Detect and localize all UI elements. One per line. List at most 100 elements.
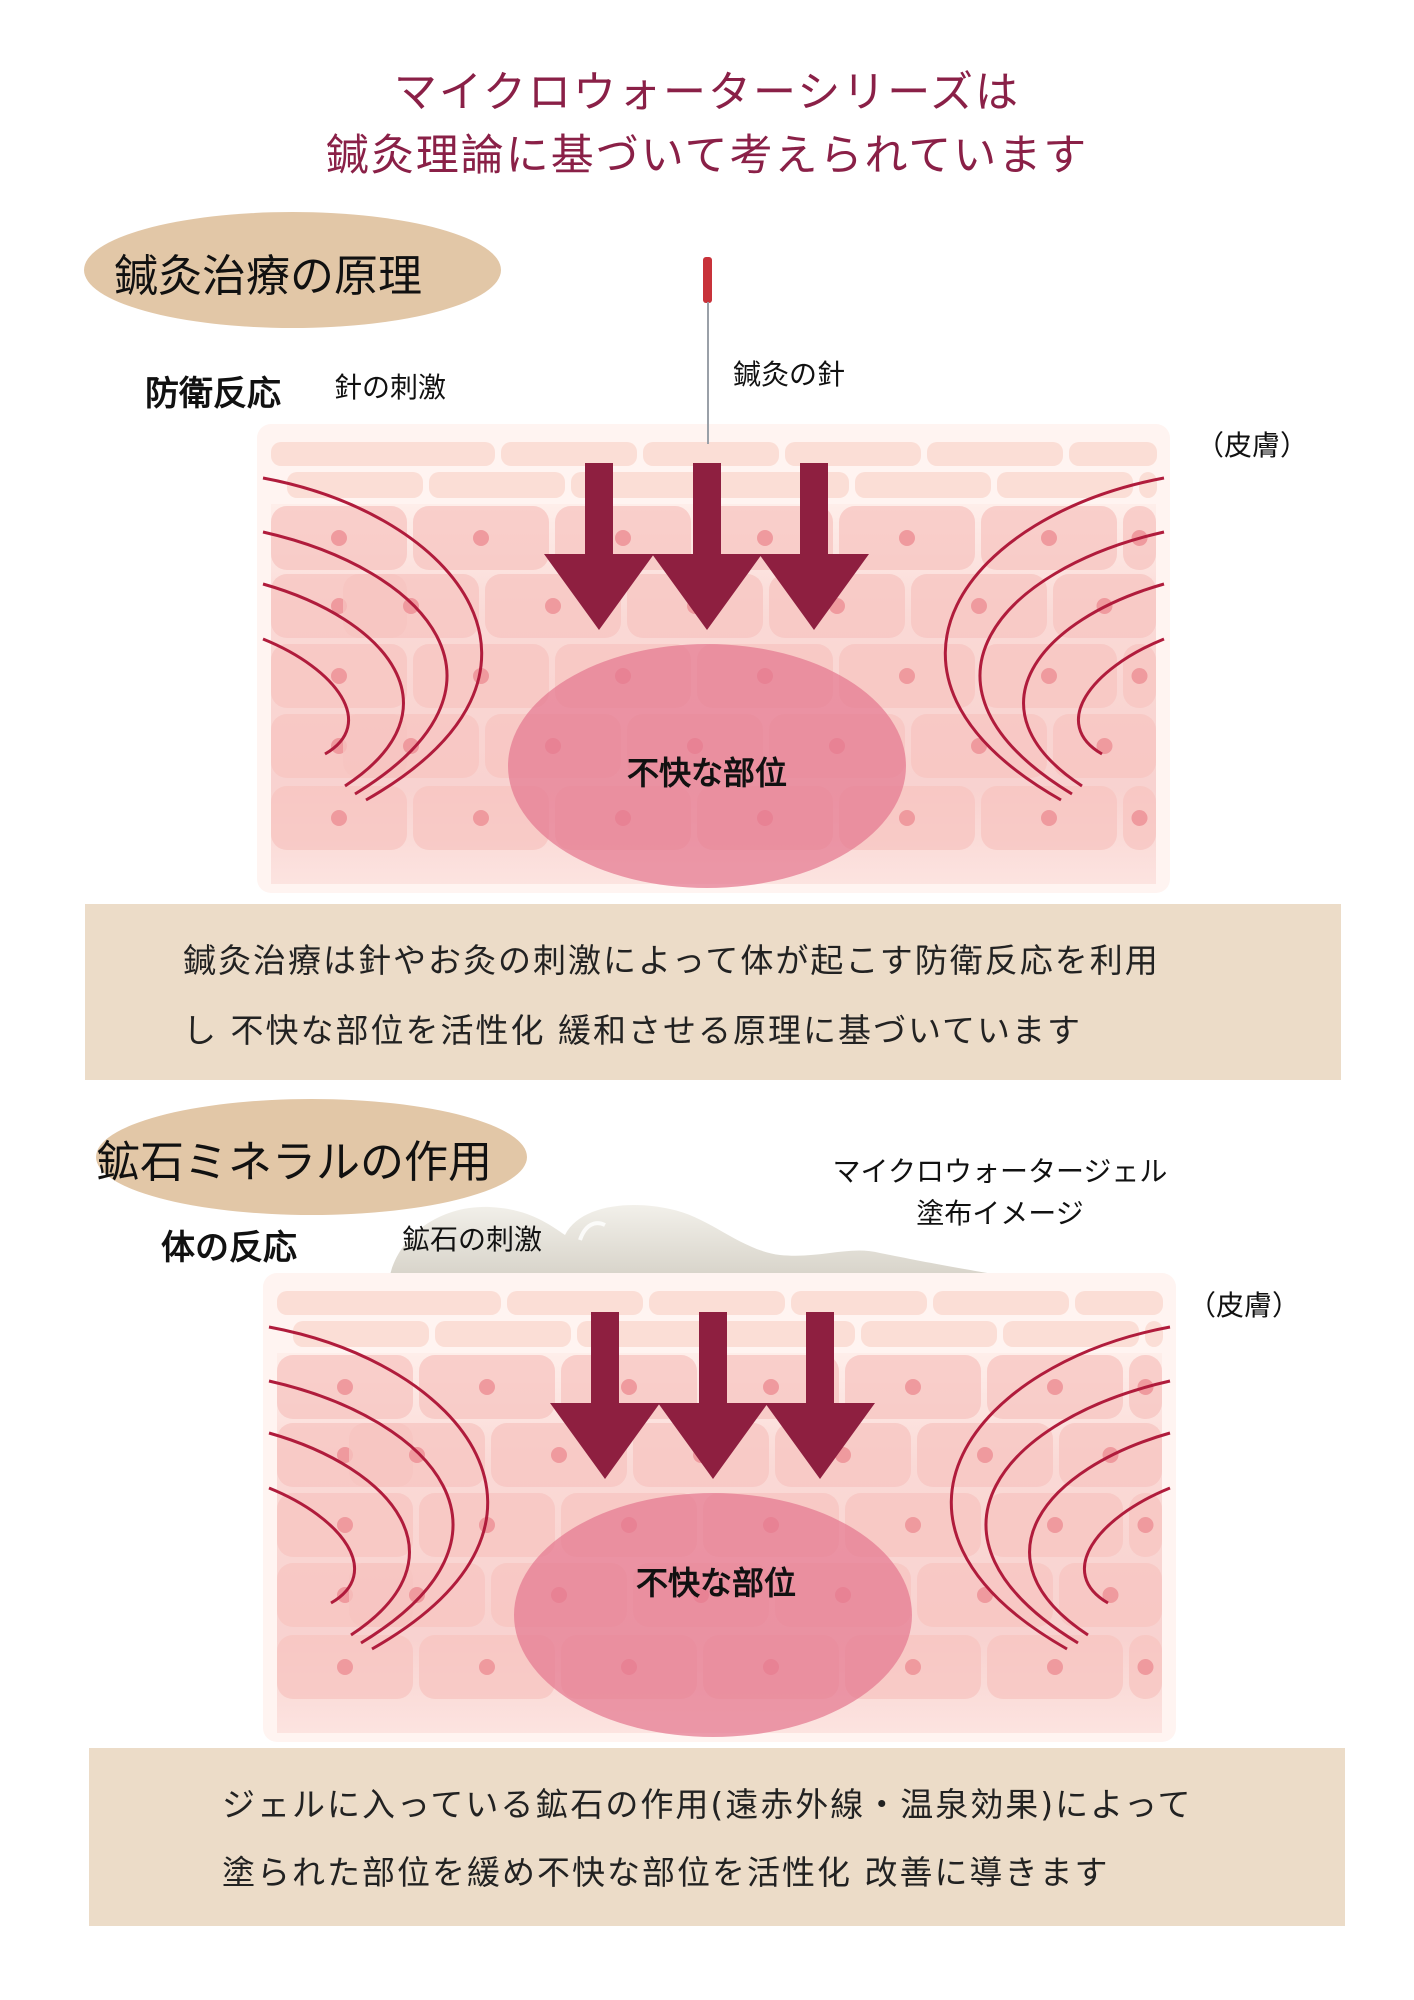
reaction-curve-left <box>268 1486 356 1605</box>
epidermis-cell <box>649 1291 785 1315</box>
epidermis-cell <box>507 1291 643 1315</box>
body-reaction-label: 体の反応 <box>161 1228 297 1268</box>
needle-shaft-icon <box>707 302 709 444</box>
epidermis-cell <box>927 442 1063 466</box>
defense-reaction-label: 防衛反応 <box>145 374 281 414</box>
epidermis-cell <box>719 1321 855 1347</box>
down-arrow-icon <box>765 1312 875 1479</box>
section1-description-line2: し 不快な部位を活性化 緩和させる原理に基づいています <box>183 1011 1082 1050</box>
reaction-curve-left <box>268 1379 455 1645</box>
cell-nucleus <box>337 1379 353 1395</box>
skin-label-1: （皮膚） <box>1196 429 1309 462</box>
epidermis-cell <box>287 472 423 498</box>
epidermis-cell <box>933 1291 1069 1315</box>
reaction-curve-right <box>984 1379 1171 1645</box>
cell-nucleus <box>473 530 489 546</box>
gel-blob-icon <box>390 1204 1000 1275</box>
epidermis-cell <box>861 1321 997 1347</box>
section2-description-line2: 塗られた部位を緩め不快な部位を活性化 改善に導きます <box>222 1853 1110 1892</box>
reaction-curve-left <box>262 530 449 796</box>
section2-description-box: ジェルに入っている鉱石の作用(遠赤外線・温泉効果)によって 塗られた部位を緩め不… <box>89 1748 1345 1926</box>
reaction-curve-right <box>1083 1486 1171 1605</box>
cell-nucleus <box>899 810 915 826</box>
epidermis-cell <box>791 1291 927 1315</box>
down-arrow-icon <box>658 1312 768 1479</box>
gel-label-line1: マイクロウォータージェル <box>832 1155 1168 1188</box>
reaction-curve-left <box>262 476 484 802</box>
cell-nucleus <box>337 1517 353 1533</box>
uncomfortable-area <box>514 1493 912 1737</box>
cell-nucleus <box>331 668 347 684</box>
cell-nucleus <box>905 1659 921 1675</box>
reaction-curve-left <box>262 582 405 788</box>
reaction-curve-right <box>943 476 1165 802</box>
cell-nucleus <box>551 1447 567 1463</box>
cell-nucleus <box>337 1659 353 1675</box>
section2-heading: 鉱石ミネラルの作用 <box>96 1137 492 1188</box>
cell-nucleus <box>1131 810 1148 826</box>
section1-description-line1: 鍼灸治療は針やお灸の刺激によって体が起こす防衛反応を利用 <box>183 941 1160 980</box>
section1-description-box: 鍼灸治療は針やお灸の刺激によって体が起こす防衛反応を利用 し 不快な部位を活性化… <box>85 904 1341 1080</box>
page-title-line1: マイクロウォーターシリーズは <box>393 68 1021 118</box>
uncomfortable-area <box>508 644 906 888</box>
needle-label: 鍼灸の針 <box>733 358 846 391</box>
cell-nucleus <box>409 1447 425 1463</box>
cell-nucleus <box>1047 1379 1063 1395</box>
cell-nucleus <box>1137 1517 1154 1533</box>
epidermis-cell <box>429 472 565 498</box>
cell-nucleus <box>1131 668 1148 684</box>
reaction-curve-right <box>978 530 1165 796</box>
epidermis-cell <box>1075 1291 1163 1315</box>
cell-nucleus <box>899 668 915 684</box>
epidermis-cell <box>1145 1321 1163 1347</box>
cell-nucleus <box>621 1379 637 1395</box>
epidermis-cell <box>713 472 849 498</box>
cell-nucleus <box>905 1517 921 1533</box>
target-label-1: 不快な部位 <box>626 754 787 792</box>
section2-description-line1: ジェルに入っている鉱石の作用(遠赤外線・温泉効果)によって <box>222 1785 1193 1824</box>
reaction-curve-right <box>1022 582 1165 788</box>
epidermis-cell <box>365 1291 501 1315</box>
section2-heading-oval <box>96 1099 527 1215</box>
cell-nucleus <box>403 738 419 754</box>
reaction-curve-right <box>1077 637 1165 756</box>
cell-nucleus <box>545 598 561 614</box>
cell-nucleus <box>1102 1587 1119 1603</box>
epidermis-cell <box>435 1321 571 1347</box>
reaction-curve-right <box>949 1325 1171 1651</box>
down-arrow-icon <box>759 463 869 630</box>
down-arrow-icon <box>652 463 762 630</box>
cell-nucleus <box>615 530 631 546</box>
cell-nucleus <box>331 530 347 546</box>
cell-nucleus <box>1041 810 1057 826</box>
skin-diagram-1 <box>257 424 1170 893</box>
reaction-curve-right <box>1028 1431 1171 1637</box>
epidermis-cell <box>1139 472 1157 498</box>
cell-nucleus <box>331 810 347 826</box>
cell-nucleus <box>479 1379 495 1395</box>
cell-nucleus <box>1096 738 1113 754</box>
epidermis-cell <box>855 472 991 498</box>
cell-nucleus <box>473 810 489 826</box>
cell-nucleus <box>977 1447 993 1463</box>
epidermis-cell <box>997 472 1133 498</box>
cell-nucleus <box>757 530 773 546</box>
page-title-line2: 鍼灸理論に基づいて考えられています <box>325 131 1089 181</box>
down-arrow-icon <box>544 463 654 630</box>
section1-heading-oval <box>84 212 501 328</box>
reaction-curve-left <box>268 1431 411 1637</box>
cell-nucleus <box>479 1659 495 1675</box>
cell-nucleus <box>409 1587 425 1603</box>
epidermis-cell <box>643 442 779 466</box>
epidermis-cell <box>785 442 921 466</box>
gel-label-line2: 塗布イメージ <box>916 1197 1084 1230</box>
needle-handle-icon <box>703 257 712 303</box>
needle-stimulus-label: 針の刺激 <box>334 371 447 404</box>
cell-nucleus <box>1041 668 1057 684</box>
down-arrow-icon <box>550 1312 660 1479</box>
cell-nucleus <box>905 1379 921 1395</box>
cell-nucleus <box>971 598 987 614</box>
reaction-curve-left <box>268 1325 490 1651</box>
epidermis-cell <box>1069 442 1157 466</box>
epidermis-cell <box>359 442 495 466</box>
